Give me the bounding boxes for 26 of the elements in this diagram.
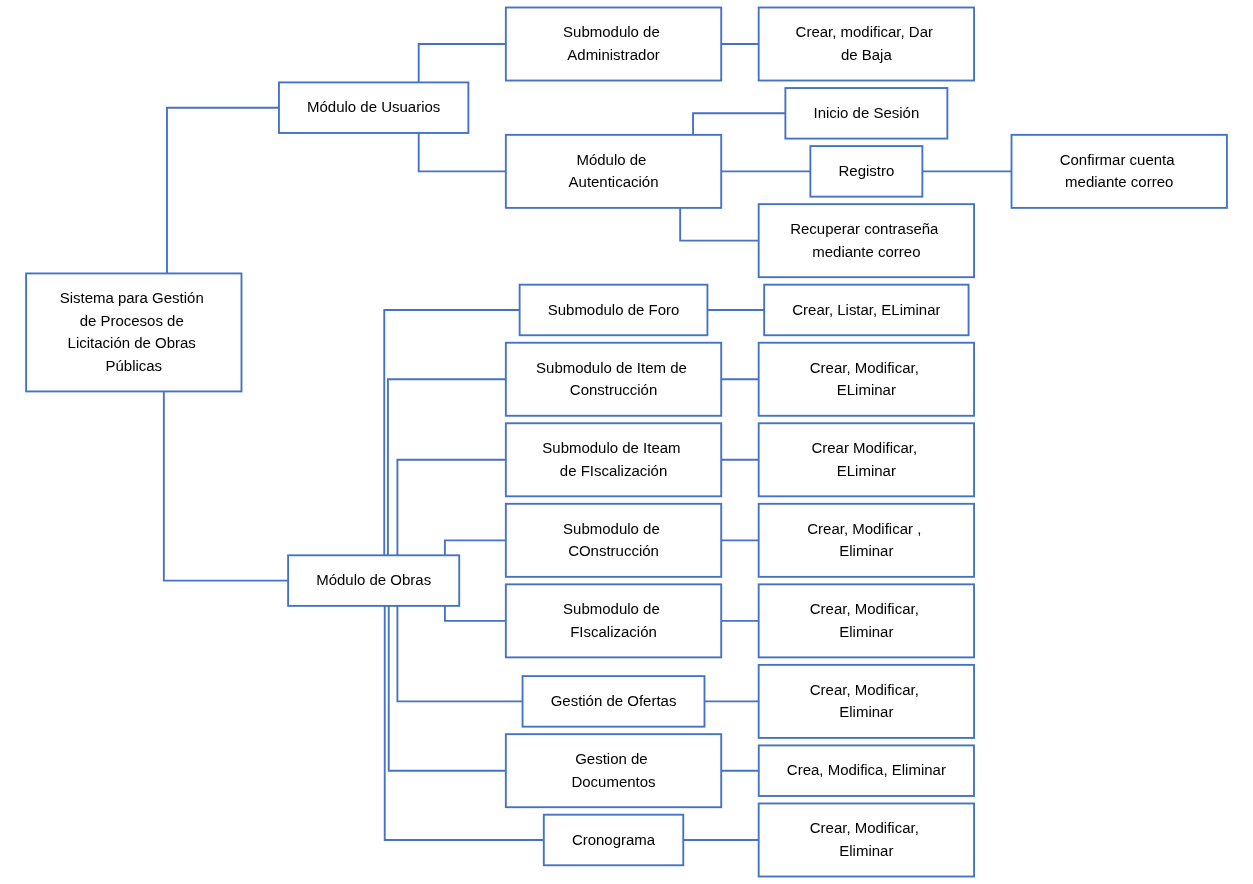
- node-box: Crear, Modificar, Eliminar: [757, 583, 975, 659]
- node-box: Gestion de Documentos: [504, 733, 723, 809]
- node-box: Confirmar cuenta mediante correo: [1010, 133, 1228, 209]
- node-box: Sistema para Gestión de Procesos de Licitación de Obras Públicas: [25, 272, 243, 393]
- node-box: Crear, modificar, Dar de Baja: [757, 6, 975, 82]
- node-box: Crear, Modificar, ELiminar: [757, 341, 975, 417]
- node-box: Submodulo de Administrador: [504, 6, 723, 82]
- node-box: Crear, Listar, ELiminar: [763, 283, 970, 337]
- node-box: Cronograma: [542, 813, 685, 867]
- node-box: Inicio de Sesión: [784, 87, 949, 140]
- node-box: Módulo de Obras: [287, 554, 461, 607]
- node-box: Crear, Modificar, Eliminar: [757, 802, 975, 878]
- node-box: Módulo de Usuarios: [278, 81, 470, 134]
- node-box: Módulo de Autenticación: [504, 133, 723, 209]
- node-box: Crear, Modificar, Eliminar: [757, 663, 975, 739]
- node-box: Recuperar contraseña mediante correo: [757, 203, 975, 279]
- node-box: Submodulo de Iteam de FIscalización: [504, 422, 723, 498]
- node-box: Crea, Modifica, Eliminar: [757, 744, 975, 797]
- node-box: Submodulo de Foro: [518, 283, 709, 337]
- node-box: Crear Modificar, ELiminar: [757, 422, 975, 498]
- node-box: Gestión de Ofertas: [521, 675, 706, 728]
- node-box: Submodulo de Item de Construcción: [504, 341, 723, 417]
- node-box: Submodulo de COnstrucción: [504, 502, 723, 578]
- node-box: Submodulo de FIscalización: [504, 583, 723, 659]
- node-box: Crear, Modificar , Eliminar: [757, 502, 975, 578]
- node-box: Registro: [809, 145, 924, 198]
